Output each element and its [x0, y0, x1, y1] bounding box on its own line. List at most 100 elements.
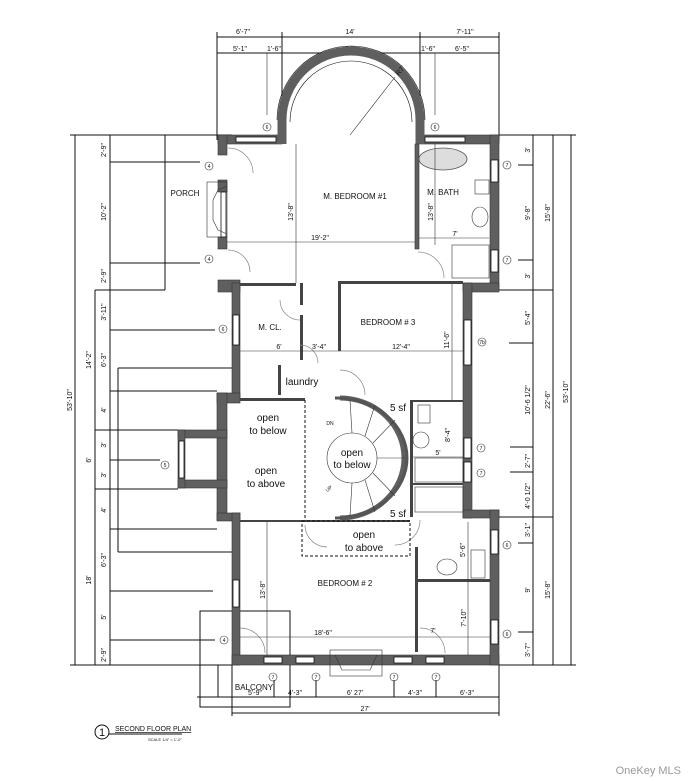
window-tag: 7: [476, 468, 486, 478]
right-dimensions: 3' 9'-8" 3' 5'-4" 10'-6 1/2" 2'-7" 4'-0 …: [499, 134, 576, 666]
dim-label: 6'-3": [460, 690, 474, 697]
spiral-stair: [326, 395, 409, 521]
dim-label: 2'-7": [525, 454, 532, 468]
window-tag: 6: [218, 324, 228, 334]
svg-text:7: 7: [480, 446, 483, 452]
fixtures: [412, 147, 490, 579]
dim-label: 14': [345, 29, 354, 36]
fireplaces: [206, 181, 383, 677]
open-to-below-label: to below: [333, 460, 371, 471]
dim-label: 5'-6": [460, 543, 467, 557]
window-tag: 6: [502, 540, 512, 550]
window-tag: 4: [204, 161, 214, 171]
dim-label: 3'-1": [525, 523, 532, 537]
open-to-above-label: to above: [247, 479, 286, 490]
dim-label: 18'-6": [314, 630, 332, 637]
dim-label: 4'-0 1/2": [525, 483, 532, 509]
drawing-title: 1 SECOND FLOOR PLAN SCALE 1/4" = 1'-0": [94, 724, 191, 742]
dim-label: 11'-6": [444, 331, 451, 349]
svg-text:7: 7: [506, 163, 509, 169]
sink-icon: [436, 558, 458, 576]
room-master-bedroom: M. BEDROOM #1: [323, 192, 387, 201]
dim-label: 1'-6": [267, 46, 281, 53]
svg-text:5: 5: [164, 463, 167, 469]
window-tags: 6 6 4 4 6 7 7 7b 5 7 7 6 6 4 7 7 7 7: [160, 122, 512, 682]
dim-label: 7'-10": [461, 609, 468, 627]
dim-label: 7': [452, 231, 457, 238]
room-master-bath: M. BATH: [427, 188, 459, 197]
dim-label: 3': [525, 147, 532, 152]
bathtub-icon: [418, 147, 468, 171]
open-to-above-label: open: [255, 466, 277, 477]
room-bedroom-2: BEDROOM # 2: [318, 579, 373, 588]
dim-label: 3': [101, 472, 108, 477]
window-tag: 7: [502, 160, 512, 170]
stair-up-label: UP: [325, 484, 335, 493]
dim-label: 13'-8": [260, 581, 267, 599]
window-tag: 6: [430, 122, 440, 132]
dim-label: 12'-4": [392, 344, 410, 351]
window-tag: 6: [502, 629, 512, 639]
window-tag: 7: [476, 443, 486, 453]
dim-label: 6': [276, 344, 281, 351]
left-dimensions: 2'-9" 10'-2" 2'-9" 3'-11" 6'-3" 4' 3' 3'…: [67, 134, 232, 666]
windows: [178, 136, 499, 664]
dim-label: 9': [525, 587, 532, 592]
plan-title: SECOND FLOOR PLAN: [115, 726, 191, 733]
room-master-closet: M. CL.: [258, 323, 282, 332]
dim-label: 3': [525, 273, 532, 278]
dim-label: 27': [360, 706, 369, 713]
window-tag: 4: [204, 254, 214, 264]
window-tag: 7: [502, 255, 512, 265]
svg-text:7: 7: [315, 675, 318, 681]
window-tag: 5: [160, 460, 170, 470]
svg-text:6: 6: [506, 632, 509, 638]
dim-label: 53'-10": [67, 389, 74, 411]
dim-label: 6' 27': [347, 690, 363, 697]
dim-label: 5'-4": [525, 311, 532, 325]
window-tag: 4: [219, 635, 229, 645]
dim-label: 6'-7": [236, 29, 250, 36]
room-bedroom-3: BEDROOM # 3: [361, 318, 416, 327]
dim-label: 6'-3": [101, 353, 108, 367]
svg-text:7: 7: [435, 675, 438, 681]
title-number: 1: [99, 727, 105, 739]
dim-label: 4'-3": [408, 690, 422, 697]
dim-label: 4': [101, 507, 108, 512]
sink-icon: [412, 431, 430, 449]
dim-label: 3'-11": [101, 303, 108, 321]
top-dimensions: 6'-7" 14' 7'-11" 5'-1" 1'-6" 14' 1'-6" 6…: [216, 29, 500, 140]
toilet-icon: [417, 404, 431, 424]
dim-label: 5': [101, 614, 108, 619]
dim-label: 2'-9": [101, 648, 108, 662]
window-tag: 6: [262, 122, 272, 132]
dim-label: 10'-6 1/2": [525, 385, 532, 415]
window-tag: 7: [431, 672, 441, 682]
svg-text:4: 4: [223, 638, 226, 644]
dim-label: 6'-5": [455, 46, 469, 53]
dim-label: 8'-4": [445, 428, 452, 442]
sink-icon: [471, 206, 489, 228]
open-to-below-label: open: [257, 413, 279, 424]
window-tag: 7: [268, 672, 278, 682]
svg-text:7b: 7b: [479, 340, 485, 346]
dim-label: 7'-11": [456, 29, 474, 36]
dim-label: 53'-10": [563, 381, 570, 403]
open-to-below-label: open: [341, 448, 363, 459]
dim-label: 15'-8": [545, 581, 552, 599]
watermark: OneKey MLS: [615, 765, 681, 777]
dim-label: 13'-8": [288, 203, 295, 221]
shower-icon: [414, 486, 464, 513]
toilet-icon: [470, 549, 486, 579]
svg-text:6: 6: [506, 543, 509, 549]
shower-icon: [451, 244, 490, 279]
dim-label: 2'-9": [101, 269, 108, 283]
svg-text:7: 7: [506, 258, 509, 264]
dim-label: 6': [86, 457, 93, 462]
dim-label: 7': [430, 628, 435, 635]
svg-text:6: 6: [434, 125, 437, 131]
svg-text:4: 4: [208, 257, 211, 263]
room-labels: M. BEDROOM #1 M. BATH PORCH M. CL. BEDRO…: [171, 188, 460, 692]
toilet-icon: [474, 179, 490, 195]
plan-scale: SCALE 1/4" = 1'-0": [148, 737, 182, 742]
